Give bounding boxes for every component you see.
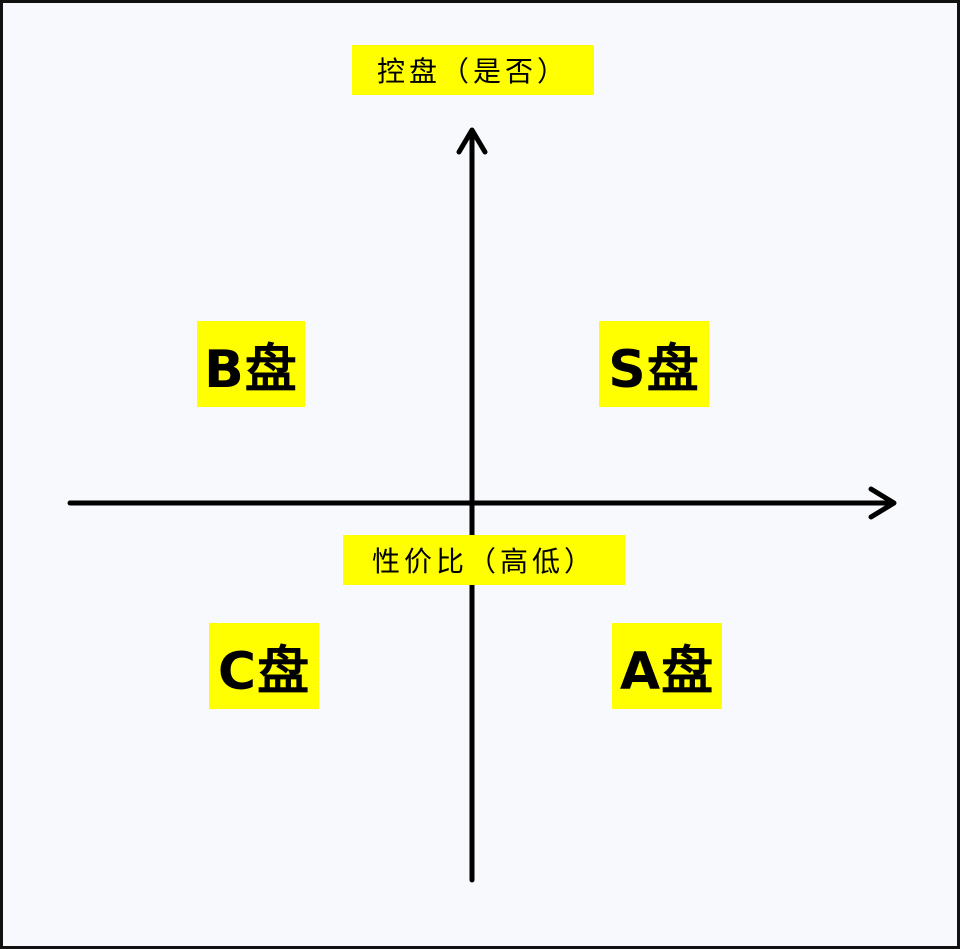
- quadrant-top-right-label: S盘: [599, 321, 709, 407]
- quadrant-bottom-right-label: A盘: [612, 623, 722, 709]
- x-axis-label: 性价比（高低）: [343, 535, 625, 585]
- y-axis-label: 控盘（是否）: [352, 45, 594, 95]
- vertical-axis-arrowhead: [456, 127, 488, 155]
- quadrant-bottom-left-label: C盘: [209, 623, 319, 709]
- quadrant-top-left-label: B盘: [197, 321, 305, 407]
- horizontal-axis-arrowhead: [868, 486, 897, 520]
